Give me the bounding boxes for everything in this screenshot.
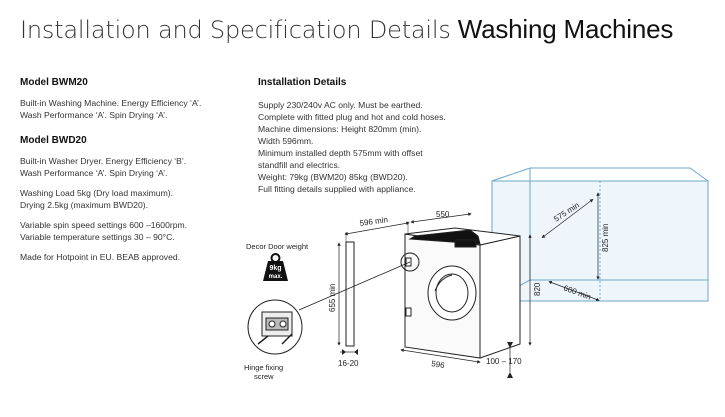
dim-596min: 596 min <box>344 215 410 246</box>
dim-655min-label: 655 min <box>328 284 337 312</box>
installation-heading: Installation Details <box>258 77 347 88</box>
decor-door-weight-label: Decor Door weight <box>246 242 309 251</box>
installation-line: Full fitting details supplied with appli… <box>258 184 416 194</box>
installation-line: Minimum installed depth 575mm with offse… <box>258 148 423 158</box>
weight-value: 9kg <box>269 265 281 272</box>
dim-596min-label: 596 min <box>359 215 388 228</box>
model-bwd20-text-2: Washing Load 5kg (Dry load maximum). Dry… <box>20 188 173 210</box>
models-column: Model BWM20 Built-in Washing Machine. En… <box>20 77 235 271</box>
dim-100-170: 100 – 170 <box>486 342 522 378</box>
title-light: Installation and Specification Details <box>20 16 451 44</box>
dim-825min: 825 min <box>596 192 610 280</box>
model-bwd20-heading: Model BWD20 <box>20 135 87 146</box>
installation-line: standfill and electrics. <box>258 160 341 170</box>
dim-820: 820 <box>528 234 542 346</box>
weight-max: max. <box>269 274 283 280</box>
hinge-label-line2: screw <box>254 372 274 381</box>
hinge-detail <box>247 252 420 355</box>
dim-596: 596 <box>400 348 481 370</box>
installation-line: Width 596mm. <box>258 136 314 146</box>
installation-line: Machine dimensions: Height 820mm (min). <box>258 124 422 134</box>
dim-100-170-label: 100 – 170 <box>486 357 522 366</box>
washing-machine <box>404 227 521 359</box>
model-bwm20-text: Built-in Washing Machine. Energy Efficie… <box>20 98 202 120</box>
dim-16-20-label: 16-20 <box>338 359 359 368</box>
page-title: Installation and Specification Details W… <box>20 14 673 45</box>
dim-820-label: 820 <box>533 282 542 296</box>
dim-655min: 655 min <box>328 242 341 346</box>
model-bwd20-text-3: Variable spin speed settings 600 –1600rp… <box>20 220 188 242</box>
installation-line: Supply 230/240v AC only. Must be earthed… <box>258 100 423 110</box>
hinge-label-line1: Hinge fixing <box>244 363 283 372</box>
dim-16-20: 16-20 <box>338 349 359 368</box>
dim-596-label: 596 <box>431 359 446 370</box>
cabinet-outline <box>491 167 709 302</box>
decor-door-panel <box>345 241 355 347</box>
title-bold: Washing Machines <box>457 14 674 44</box>
weight-icon: 9kg max. <box>263 253 288 281</box>
model-bwm20-heading: Model BWM20 <box>20 77 88 88</box>
installation-line: Complete with fitted plug and hot and co… <box>258 112 446 122</box>
installation-column: Installation Details Supply 230/240v AC … <box>258 77 488 195</box>
model-bwd20-text-1: Built-in Washer Dryer. Energy Efficiency… <box>20 156 187 178</box>
model-bwd20-text-4: Made for Hotpoint in EU. BEAB approved. <box>20 252 181 262</box>
installation-line: Weight: 79kg (BWM20) 85kg (BWD20). <box>258 172 408 182</box>
dim-550: 550 <box>410 210 472 224</box>
dim-550-label: 550 <box>436 210 450 219</box>
dim-825min-label: 825 min <box>601 224 610 252</box>
